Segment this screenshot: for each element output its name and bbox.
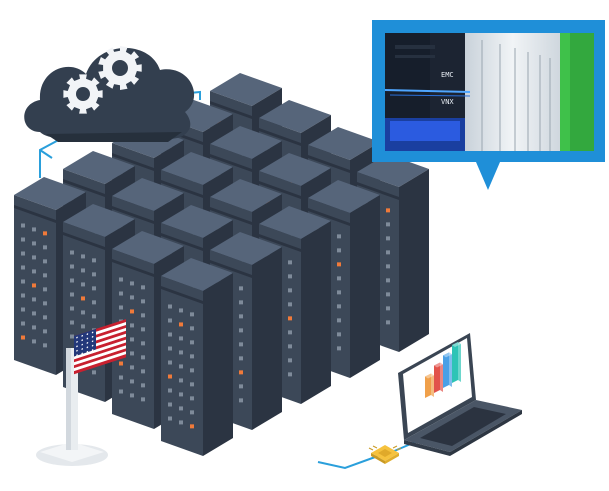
laptop-chart-bar	[443, 352, 452, 388]
laptop-chart-bar	[425, 373, 434, 398]
server-racks	[14, 73, 429, 456]
us-flag-icon	[36, 319, 126, 466]
datacenter-photo-callout: EMC VNX	[372, 20, 605, 190]
rack-label-emc: EMC	[441, 71, 454, 79]
laptop-chart	[425, 342, 461, 398]
laptop-chart-bar	[452, 342, 461, 383]
cloud-gears-icon	[24, 46, 195, 142]
laptop-icon	[398, 333, 522, 456]
microchip-icon	[368, 445, 402, 464]
laptop-chart-bar	[434, 362, 443, 393]
rack-label-vnx: VNX	[441, 98, 454, 106]
laptop-connection	[317, 439, 421, 470]
server-rack	[161, 258, 233, 456]
